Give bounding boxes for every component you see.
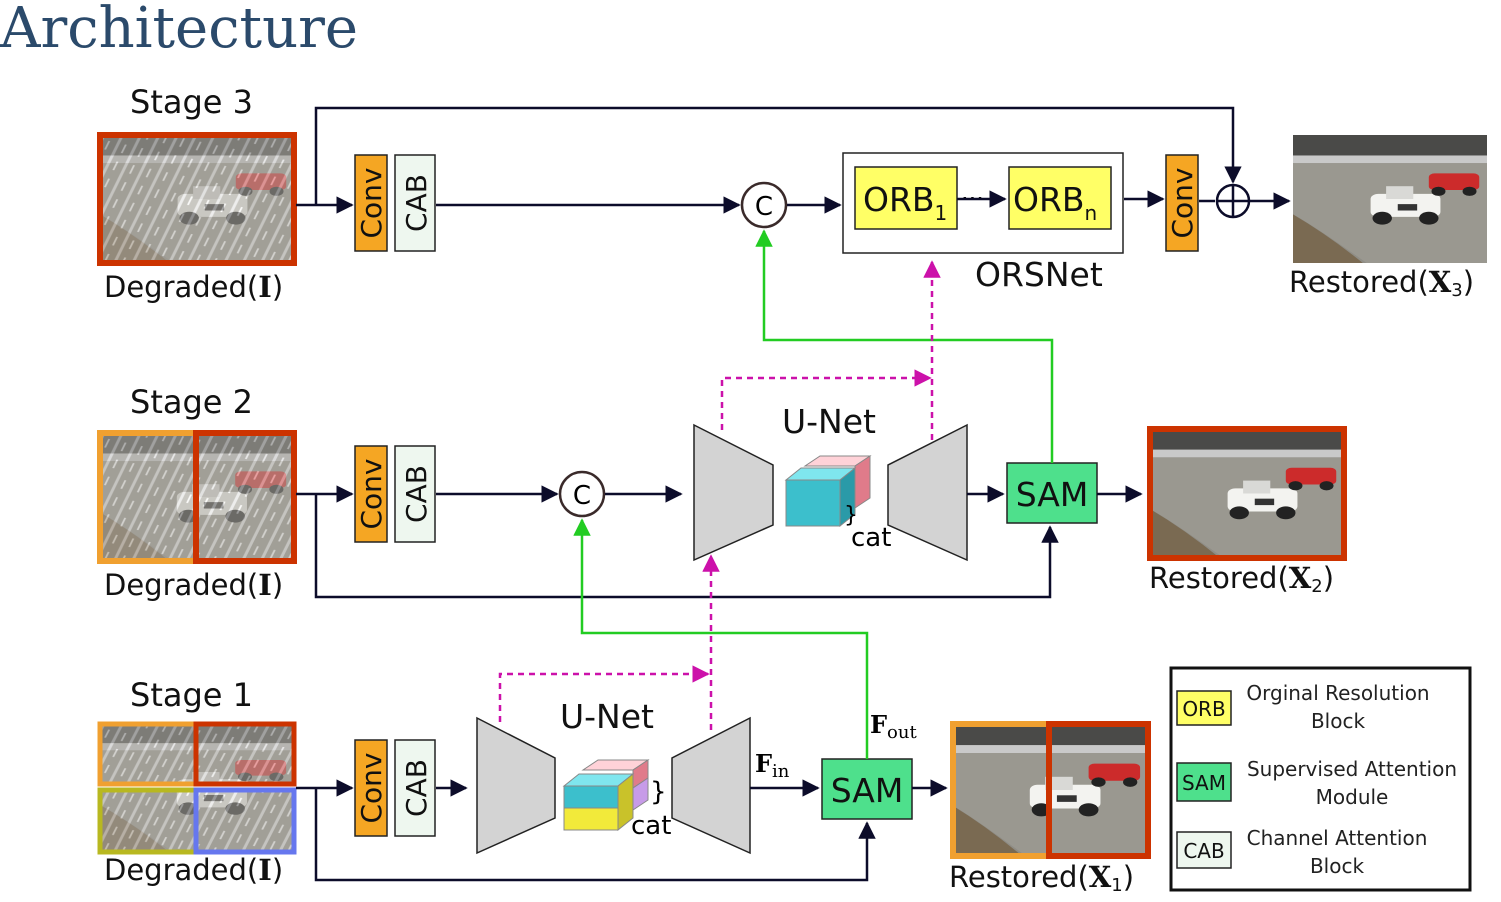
stage-1-encoder-skip-link [498,665,710,722]
orb-block-first [854,166,958,230]
stage-1-cat-label: cat [631,811,671,841]
legend-orb-abbr: ORB [1182,697,1225,721]
stage-2-encoder-skip-link [720,369,932,430]
stage-2-unet: U-Net } cat [693,402,968,562]
legend-cab-line1: Channel Attention [1247,826,1428,850]
stage-2-input-caption: Degraded(I) [104,568,283,602]
stage-1-sam-block [821,758,913,820]
stage-1-unet-decoder [671,716,751,855]
stage-3-output-caption: Restored(X3) [1289,265,1474,301]
stage-3-conv-label: Conv [355,168,388,239]
stage-1-cab-block [394,739,436,837]
stage-3-skip-arrow [314,106,1242,205]
stage-2-conv-label: Conv [355,459,388,530]
stage-2-concat-node [558,470,606,518]
stage-1-cab-label: CAB [400,759,433,817]
stage-2-cat-label: cat [851,523,891,553]
stage-2-feature-cube [784,455,872,528]
stage-1-conv-label: Conv [355,753,388,824]
residual-add-node [1215,183,1251,219]
stage-3-input-image [97,132,297,266]
stage-1-output-caption: Restored(X1) [949,860,1134,896]
legend-sam-abbr: SAM [1182,771,1226,795]
stage-2-input-image [97,430,297,564]
fout-label: Fout [870,710,917,743]
legend-sam-line1: Supervised Attention [1247,757,1457,781]
page-title: Architecture [0,0,358,61]
stage-3-output-image [1293,135,1487,263]
orb-block-last [1008,166,1112,230]
stage-3-concat-label: C [755,192,773,222]
stage-3-final-conv-label: Conv [1166,168,1199,239]
legend-orb-line1: Orginal Resolution [1246,681,1429,705]
stage-1-unet: U-Net } cat [476,697,751,855]
stage-1-input-image [97,721,297,855]
legend-sam-line2: Module [1316,785,1389,809]
orb-last-label: ORBn [1013,180,1097,225]
stage-2-unet-label: U-Net [782,402,876,441]
stage-3-cab-label: CAB [400,174,433,232]
stage-2-concat-label: C [573,481,591,511]
orsnet-label: ORSNet [975,255,1103,294]
legend-cab-line2: Block [1310,854,1365,878]
fin-label: Fin [755,749,790,782]
stage-2-label: Stage 2 [130,383,253,421]
stage-2-unet-decoder [887,423,968,562]
stage-2-cat-brace: } [844,503,858,528]
legend-orb-swatch [1176,690,1232,726]
stage-1-skip-arrow [314,788,876,882]
stage-1-unet-label: U-Net [560,697,654,736]
stage-2-cab-block [394,445,436,543]
legend-cab-swatch [1176,831,1232,869]
stage-3-concat-node [740,181,788,229]
stage-3-input-caption: Degraded(I) [104,270,283,304]
stage-2-conv-block [354,445,388,543]
stage-2-output-caption: Restored(X2) [1149,561,1334,597]
stage-1-feature-cube [562,759,650,832]
stage-1-input-caption: Degraded(I) [104,853,283,887]
stage-1-conv-block [354,739,388,837]
legend-cab-abbr: CAB [1183,839,1224,863]
stage-2-sam-to-stage-3-link [755,229,1054,463]
stage-3-conv-block [354,154,388,252]
stage-1-sam-label: SAM [831,771,904,810]
stage-1-cat-brace: } [650,777,667,807]
stage-1-label: Stage 1 [130,676,253,714]
stage-2-sam-label: SAM [1016,475,1089,514]
stage-1-unet-encoder [476,716,556,855]
stage-3-cab-block [394,154,436,252]
stage-3-final-conv-block [1165,154,1199,252]
stage-1-sam-to-stage-2-link [573,518,869,759]
stage-2-cab-label: CAB [400,465,433,523]
stage-2-skip-arrow [314,494,1059,599]
legend: ORB Orginal Resolution Block SAM Supervi… [1169,666,1472,892]
legend-sam-swatch [1176,762,1232,802]
stage-1-output-image [950,721,1151,859]
orb-first-label: ORB1 [863,180,947,225]
stage-2-unet-encoder [693,423,774,562]
stage-2-output-image [1147,426,1347,561]
stage-3-label: Stage 3 [130,83,253,121]
legend-orb-line2: Block [1311,709,1366,733]
